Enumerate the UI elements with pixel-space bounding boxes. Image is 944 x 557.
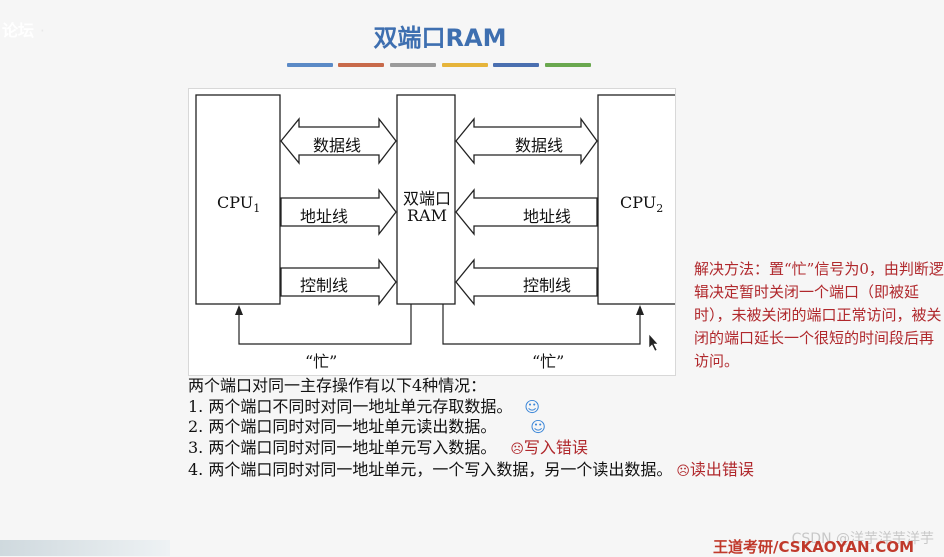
right-address-bus-arrow [455, 188, 598, 236]
case-2: 2. 两个端口同时对同一地址单元读出数据。 ☺ [188, 417, 888, 438]
right-data-bus-arrow [455, 117, 598, 165]
cases-intro: 两个端口对同一主存操作有以下4种情况： [188, 376, 487, 395]
left-data-bus-label: 数据线 [313, 136, 362, 155]
corner-logo: 论坛 · [0, 12, 142, 50]
title-color-bar [493, 63, 539, 67]
case-3-text: 3. 两个端口同时对同一地址单元写入数据。 [188, 437, 497, 457]
cpu1-box [195, 94, 281, 305]
left-data-bus-arrow [280, 117, 397, 165]
frown-icon: ☹ [676, 464, 690, 479]
bottom-decoration [0, 540, 170, 556]
diagram-svg [195, 94, 675, 352]
left-control-bus-label: 控制线 [300, 276, 349, 295]
title-color-bar [442, 63, 488, 67]
logo-text: 论坛 [2, 21, 35, 40]
case-4-text: 4. 两个端口同时对同一地址单元，一个写入数据，另一个读出数据。 [188, 460, 673, 479]
cases-list: 两个端口对同一主存操作有以下4种情况： 1. 两个端口不同时对同一地址单元存取数… [188, 376, 888, 483]
case-4-error-note: 读出错误 [689, 460, 754, 479]
smile-icon: ☺ [524, 397, 540, 416]
frown-icon: ☹ [510, 441, 524, 457]
ram-label-line2: RAM [407, 206, 447, 225]
left-address-bus-label: 地址线 [300, 207, 349, 226]
case-3-error: ☹写入错误 [510, 438, 588, 457]
left-busy-line [238, 304, 412, 345]
case-4: 4. 两个端口同时对同一地址单元，一个写入数据，另一个读出数据。☹读出错误 [188, 460, 888, 483]
ram-label-line1: 双端口 [403, 189, 452, 208]
title-color-bar [287, 63, 333, 67]
logo-ghost-text: · [40, 22, 45, 40]
case-2-text: 2. 两个端口同时对同一地址单元读出数据。 [188, 417, 497, 436]
right-data-bus-label: 数据线 [515, 136, 564, 155]
right-address-bus-label: 地址线 [523, 207, 572, 226]
right-busy-arrowhead [636, 305, 644, 315]
right-busy-line [442, 304, 641, 345]
smile-icon: ☺ [530, 418, 546, 436]
right-busy-label: “忙” [532, 352, 565, 371]
left-busy-arrowhead [235, 305, 243, 315]
case-4-error: ☹读出错误 [676, 460, 754, 479]
dual-port-ram-diagram: CPU1 CPU2 双端口 RAM 数据线 地址线 控制线 数据线 地址线 控制… [188, 88, 676, 376]
mouse-cursor-icon [648, 333, 659, 352]
title-color-bar [545, 63, 591, 67]
csdn-watermark: CSDN @洋芋洋芋洋芋 [791, 531, 934, 547]
right-control-bus-arrow [455, 258, 598, 306]
cpu1-label: CPU1 [217, 193, 261, 215]
left-control-bus-arrow [280, 258, 397, 306]
left-address-bus-arrow [280, 188, 397, 236]
title-color-bar [338, 63, 384, 67]
footer-brand: 王道考研/CSKAOYAN.COM [713, 538, 914, 556]
ram-box [396, 94, 456, 305]
case-1-text: 1. 两个端口不同时对同一地址单元存取数据。 [188, 396, 513, 416]
case-3: 3. 两个端口同时对同一地址单元写入数据。 ☹写入错误 [188, 438, 888, 461]
right-control-bus-label: 控制线 [523, 276, 572, 295]
case-1: 1. 两个端口不同时对同一地址单元存取数据。 ☺ [188, 397, 888, 418]
left-busy-label: “忙” [305, 352, 338, 371]
cpu2-box [597, 94, 675, 305]
slide-title: 双端口RAM [373, 24, 507, 52]
title-color-bar [390, 63, 436, 67]
case-3-error-note: 写入错误 [523, 437, 588, 457]
cpu2-label: CPU2 [620, 193, 664, 215]
solution-note: 解决方法：置“忙”信号为0，由判断逻辑决定暂时关闭一个端口（即被延时），未被关闭… [694, 260, 944, 370]
